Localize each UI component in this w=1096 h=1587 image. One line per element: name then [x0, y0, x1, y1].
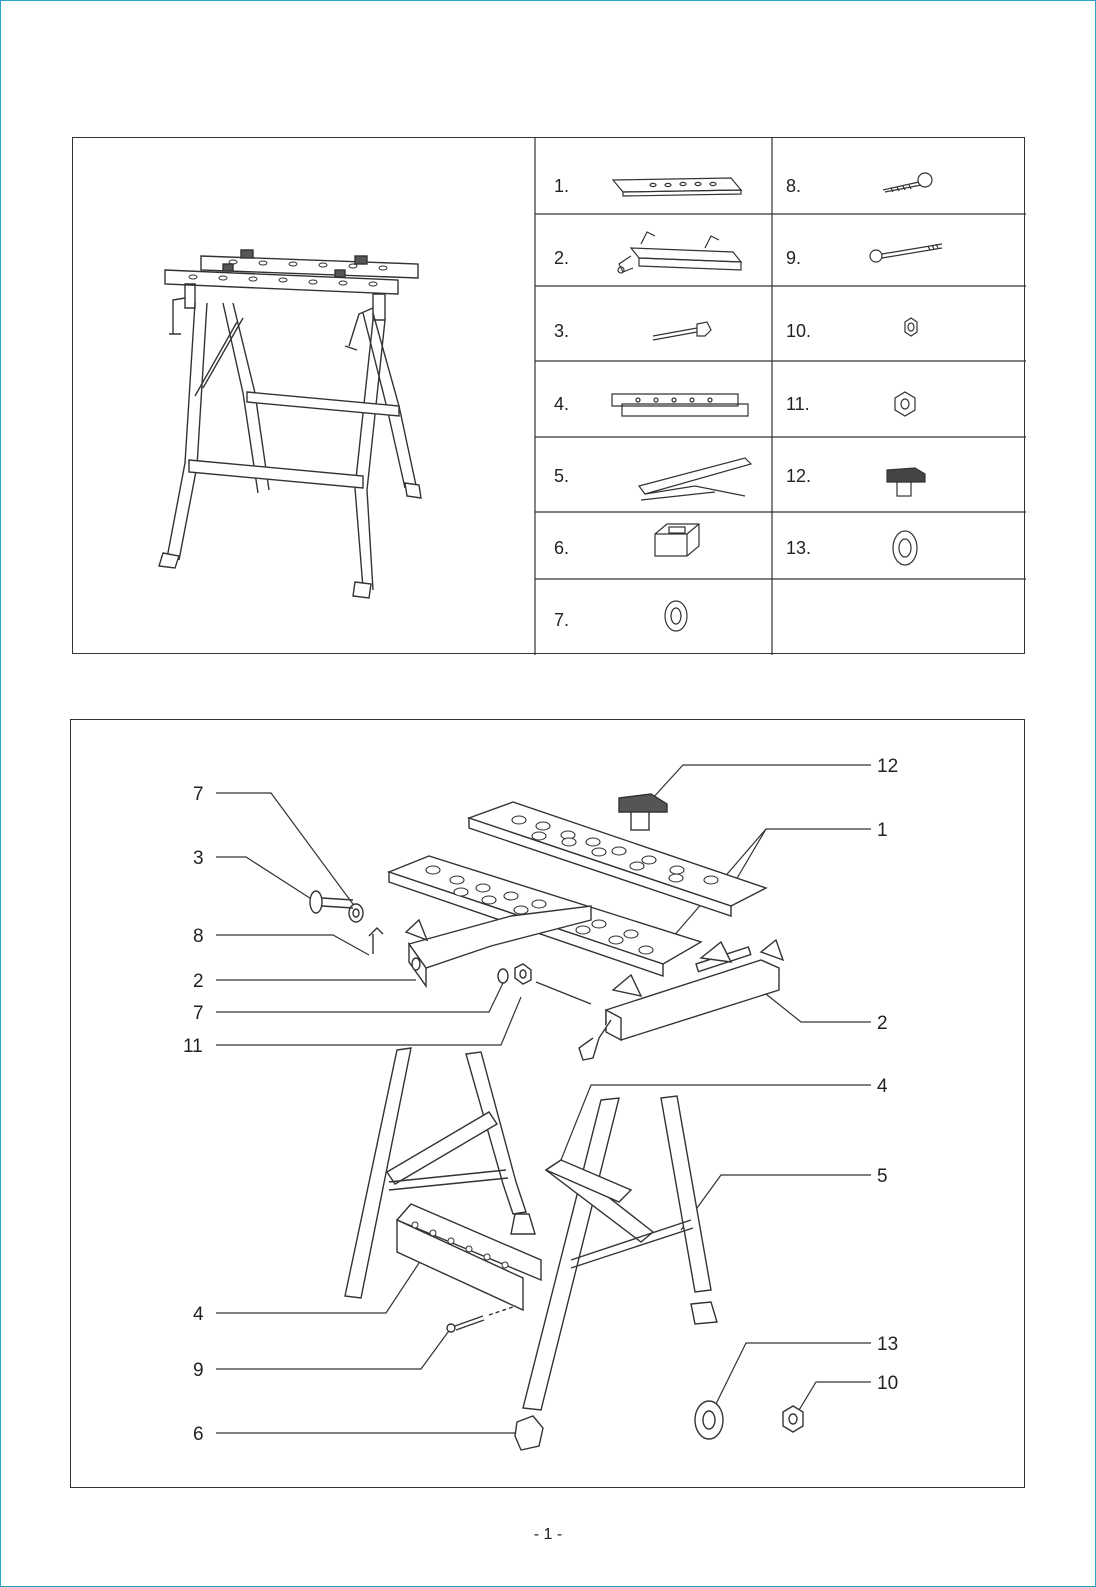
part-number-9: 9.	[786, 248, 801, 269]
callout-12: 12	[877, 756, 898, 777]
callout-1: 1	[877, 820, 888, 841]
part-number-10: 10.	[786, 321, 811, 342]
slotted-plate-icon	[613, 178, 741, 196]
callout-9: 9	[193, 1360, 204, 1381]
page-number: - 1 -	[0, 1526, 1096, 1544]
washer-icon	[665, 601, 687, 631]
foot-cap-icon	[655, 524, 699, 556]
callout-6: 6	[193, 1424, 204, 1445]
long-bolt-icon	[870, 244, 942, 262]
part-number-11: 11.	[786, 394, 810, 415]
callout-5: 5	[877, 1166, 888, 1187]
parts-overview-drawing	[73, 138, 1026, 655]
screw-icon	[883, 173, 932, 192]
exploded-view-panel: 12 1 7 3 8 2 7 11 2 4 5 4 9 13 10 6	[70, 719, 1025, 1488]
clamp-bracket-icon	[618, 232, 741, 273]
exploded-view-drawing: 12 1 7 3 8 2 7 11 2 4 5 4 9 13 10 6	[71, 720, 1026, 1489]
part-number-1: 1.	[554, 176, 569, 197]
nut-icon	[895, 392, 915, 416]
part-number-7: 7.	[554, 610, 569, 631]
perforated-rail-icon	[612, 394, 748, 416]
callout-3: 3	[193, 848, 204, 869]
leg-frame-icon	[639, 458, 751, 500]
part-number-3: 3.	[554, 321, 569, 342]
parts-overview-panel: 1. 2. 3. 4. 5. 6. 7. 8. 9. 10. 11. 12. 1…	[72, 137, 1025, 654]
part-number-6: 6.	[554, 538, 569, 559]
exploded-workbench-illustration	[310, 794, 803, 1450]
assembled-workbench-illustration	[159, 250, 421, 598]
part-number-4: 4.	[554, 394, 569, 415]
callout-8: 8	[193, 926, 204, 947]
part-number-12: 12.	[786, 466, 811, 487]
small-nut-icon	[905, 318, 917, 336]
part-number-8: 8.	[786, 176, 801, 197]
callout-2a: 2	[193, 971, 204, 992]
callout-13: 13	[877, 1334, 898, 1355]
callout-7b: 7	[193, 1003, 204, 1024]
callout-11: 11	[183, 1036, 203, 1057]
callout-4a: 4	[877, 1076, 888, 1097]
bench-dog-icon	[887, 468, 925, 496]
part-number-13: 13.	[786, 538, 811, 559]
part-number-5: 5.	[554, 466, 569, 487]
callout-2b: 2	[877, 1013, 888, 1034]
callout-7a: 7	[193, 784, 204, 805]
callout-10: 10	[877, 1373, 898, 1394]
large-washer-icon	[893, 531, 917, 565]
callout-4b: 4	[193, 1304, 204, 1325]
bolt-icon	[653, 322, 711, 340]
part-number-2: 2.	[554, 248, 569, 269]
